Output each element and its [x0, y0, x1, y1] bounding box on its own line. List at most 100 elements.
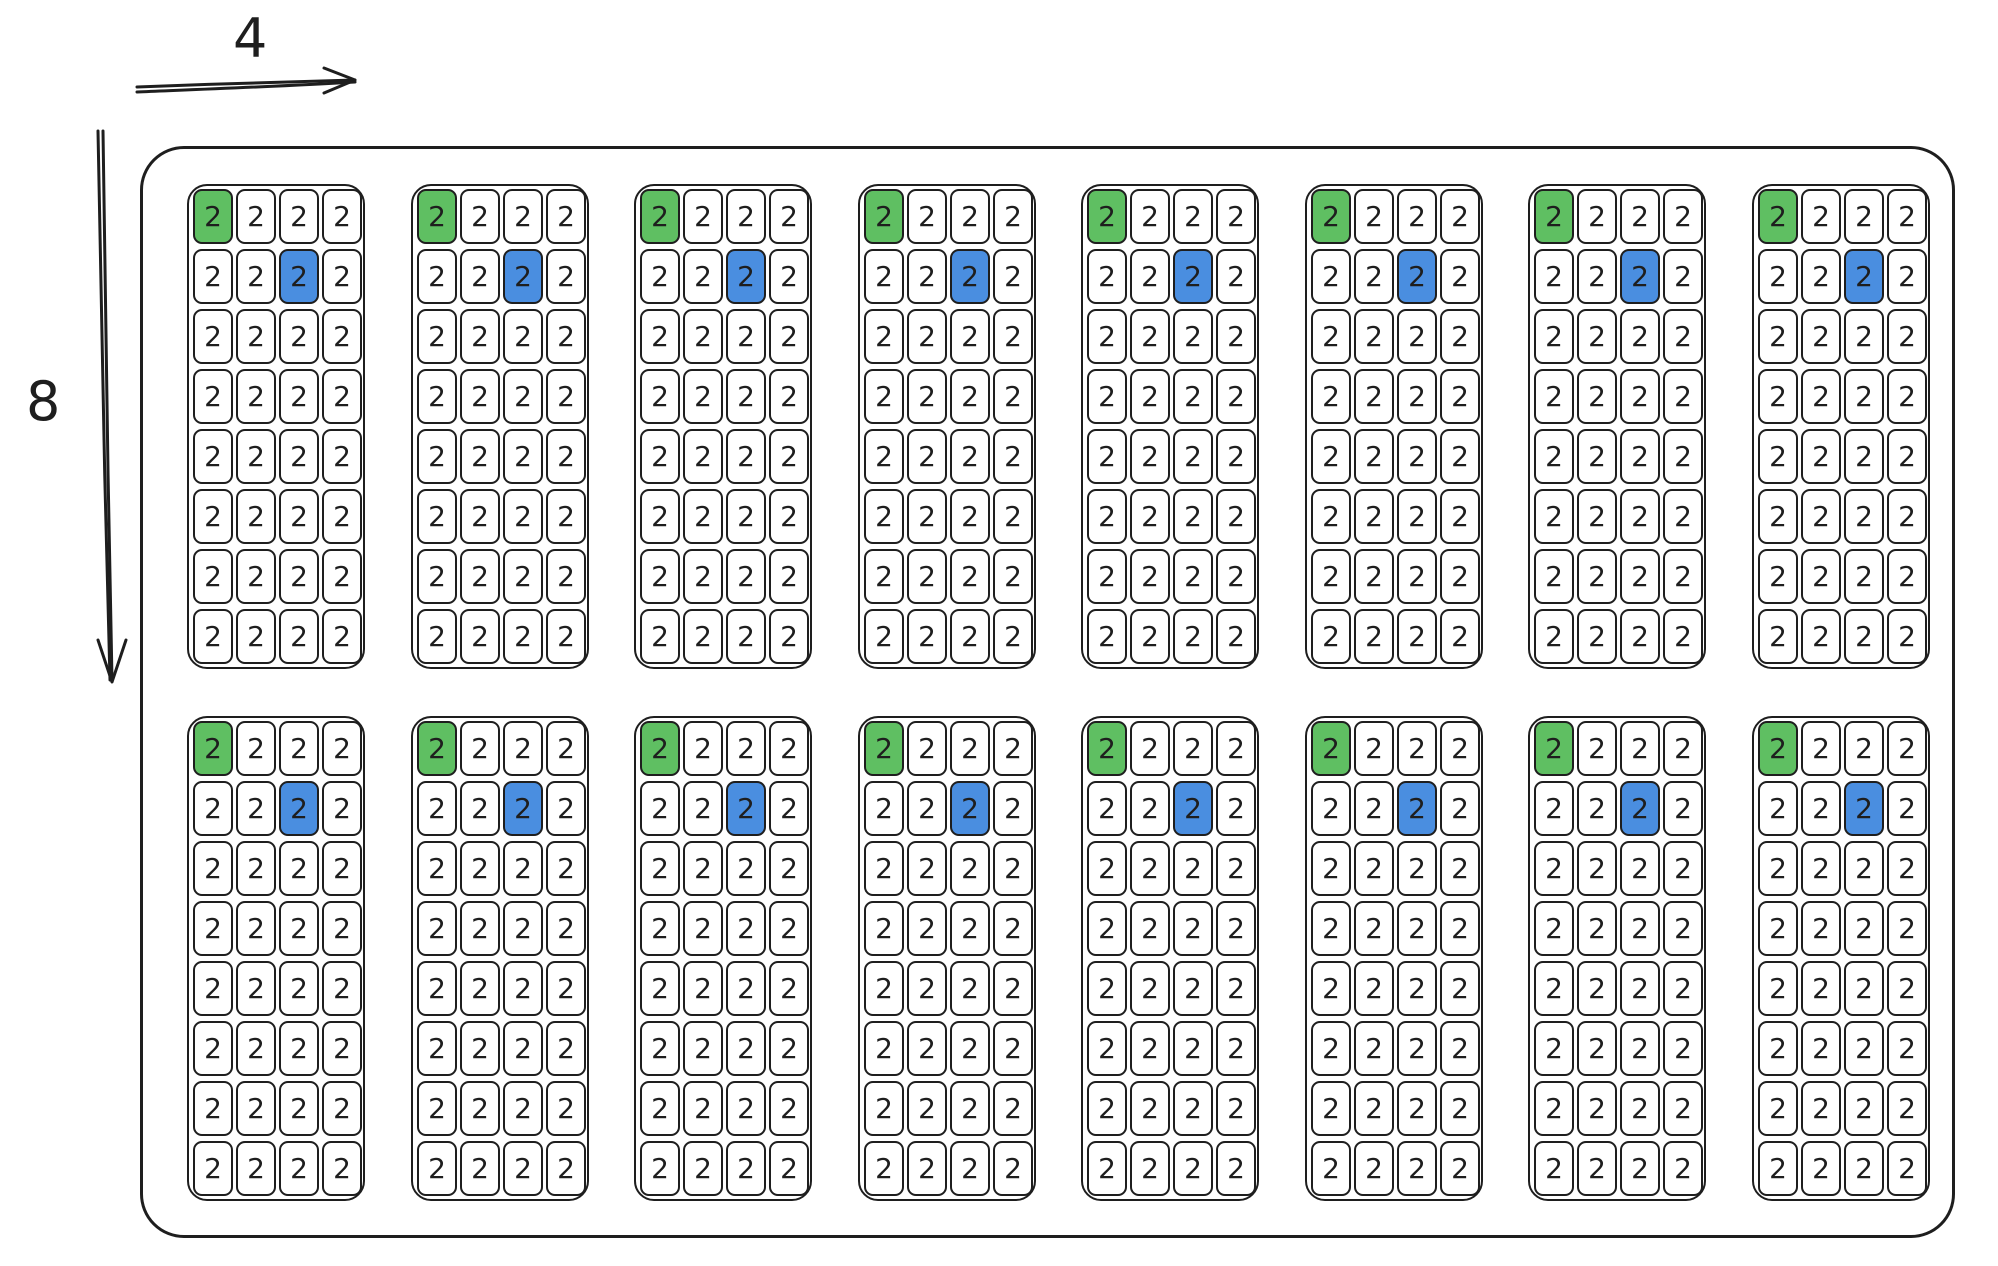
- cell: 2: [950, 309, 990, 364]
- cell: 2: [1397, 841, 1437, 896]
- cell: 2: [1087, 429, 1127, 484]
- cell: 2: [769, 609, 809, 664]
- cell: 2: [683, 721, 723, 776]
- cell: 2: [1130, 841, 1170, 896]
- cell: 2: [683, 549, 723, 604]
- cell: 2: [726, 489, 766, 544]
- cell: 2: [1397, 609, 1437, 664]
- cell-blue: 2: [279, 781, 319, 836]
- cell: 2: [460, 781, 500, 836]
- cell: 2: [1577, 549, 1617, 604]
- cell: 2: [950, 1021, 990, 1076]
- cell: 2: [1354, 429, 1394, 484]
- cell-green: 2: [1758, 189, 1798, 244]
- cell: 2: [864, 549, 904, 604]
- cell: 2: [417, 609, 457, 664]
- cell: 2: [640, 249, 680, 304]
- cell: 2: [907, 901, 947, 956]
- cell: 2: [1534, 901, 1574, 956]
- cell: 2: [1887, 781, 1927, 836]
- cell: 2: [1216, 961, 1256, 1016]
- cell: 2: [769, 721, 809, 776]
- cell-green: 2: [193, 721, 233, 776]
- cell: 2: [1216, 369, 1256, 424]
- horizontal-arrow: [135, 66, 357, 95]
- cell: 2: [236, 1021, 276, 1076]
- cell-blue: 2: [1620, 781, 1660, 836]
- cell: 2: [1087, 369, 1127, 424]
- cell: 2: [1758, 309, 1798, 364]
- cell: 2: [1663, 1081, 1703, 1136]
- cell-blue: 2: [1844, 781, 1884, 836]
- cell: 2: [907, 721, 947, 776]
- cell: 2: [1801, 841, 1841, 896]
- cell: 2: [864, 1141, 904, 1196]
- cell: 2: [1216, 1141, 1256, 1196]
- cell: 2: [907, 609, 947, 664]
- cell: 2: [279, 901, 319, 956]
- cell: 2: [1311, 309, 1351, 364]
- cell: 2: [322, 1021, 362, 1076]
- cell: 2: [417, 1021, 457, 1076]
- cell: 2: [279, 961, 319, 1016]
- cell: 2: [279, 721, 319, 776]
- cell: 2: [1354, 609, 1394, 664]
- cell: 2: [236, 609, 276, 664]
- cell: 2: [322, 721, 362, 776]
- cell: 2: [417, 489, 457, 544]
- cell: 2: [1534, 369, 1574, 424]
- cell: 2: [907, 489, 947, 544]
- cell: 2: [1887, 1021, 1927, 1076]
- cell: 2: [769, 189, 809, 244]
- cell: 2: [1440, 841, 1480, 896]
- cell: 2: [1801, 489, 1841, 544]
- cell: 2: [236, 1141, 276, 1196]
- cell: 2: [236, 549, 276, 604]
- cell: 2: [503, 189, 543, 244]
- cell: 2: [1758, 1081, 1798, 1136]
- cell: 2: [640, 429, 680, 484]
- cell: 2: [950, 549, 990, 604]
- cell: 2: [1663, 249, 1703, 304]
- cell: 2: [683, 189, 723, 244]
- cell: 2: [1311, 1141, 1351, 1196]
- cell: 2: [864, 961, 904, 1016]
- cell-blue: 2: [503, 781, 543, 836]
- cell: 2: [1173, 961, 1213, 1016]
- cell: 2: [503, 841, 543, 896]
- cell: 2: [1087, 549, 1127, 604]
- cell: 2: [1758, 429, 1798, 484]
- cell: 2: [950, 189, 990, 244]
- cell: 2: [1354, 1081, 1394, 1136]
- cell-blue: 2: [1173, 781, 1213, 836]
- cell: 2: [640, 961, 680, 1016]
- cell: 2: [1087, 1081, 1127, 1136]
- cell: 2: [1620, 1021, 1660, 1076]
- cell: 2: [1887, 369, 1927, 424]
- cell: 2: [1758, 369, 1798, 424]
- cell: 2: [769, 781, 809, 836]
- cell: 2: [1663, 489, 1703, 544]
- cell: 2: [417, 1141, 457, 1196]
- cell: 2: [1173, 489, 1213, 544]
- cell: 2: [236, 489, 276, 544]
- cell: 2: [193, 901, 233, 956]
- cell: 2: [993, 1021, 1033, 1076]
- cell: 2: [460, 1021, 500, 1076]
- cell: 2: [1216, 721, 1256, 776]
- cell: 2: [640, 1141, 680, 1196]
- cell: 2: [546, 489, 586, 544]
- cell: 2: [322, 429, 362, 484]
- cell: 2: [1130, 609, 1170, 664]
- cell: 2: [1354, 549, 1394, 604]
- cell: 2: [1173, 1081, 1213, 1136]
- cell: 2: [1534, 609, 1574, 664]
- cell: 2: [322, 901, 362, 956]
- cell: 2: [993, 781, 1033, 836]
- cell: 2: [726, 841, 766, 896]
- cell: 2: [1801, 549, 1841, 604]
